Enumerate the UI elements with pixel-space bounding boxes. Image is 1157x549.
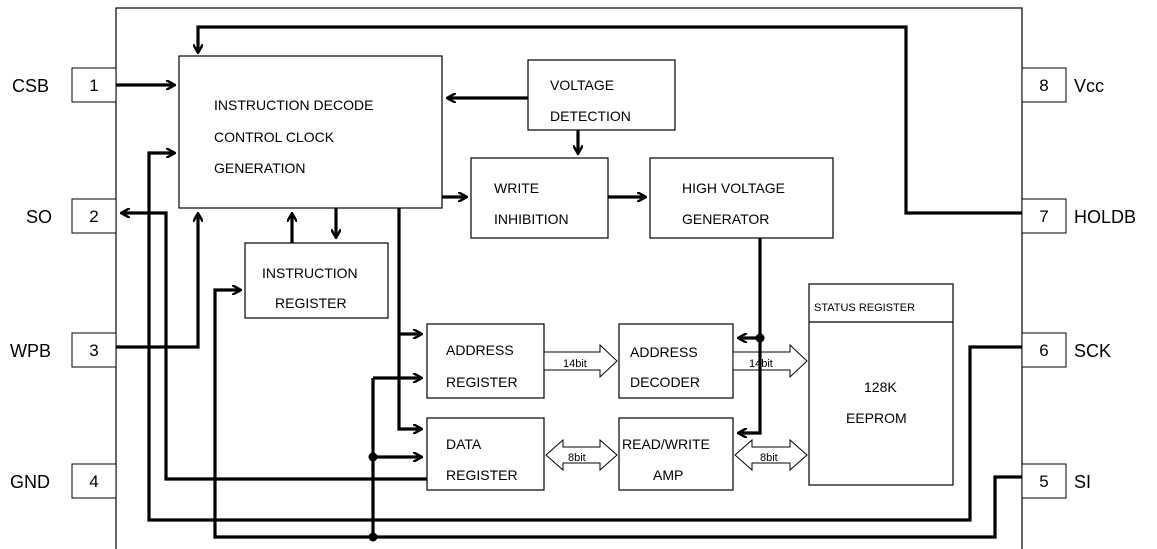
pin-1-number: 1: [89, 76, 98, 95]
address-decoder-line1: ADDRESS: [630, 344, 698, 360]
pin-2-name: SO: [26, 207, 52, 227]
pin-5-number: 5: [1039, 472, 1048, 491]
pin-8-name: Vcc: [1074, 76, 1104, 96]
instruction-decode-block: INSTRUCTION DECODE CONTROL CLOCK GENERAT…: [178, 55, 443, 209]
wire-hv-down: [739, 238, 762, 433]
address-register-block: ADDRESS REGISTER: [426, 323, 545, 399]
address-decoder-block: ADDRESS DECODER: [618, 323, 734, 399]
pin-7-number: 7: [1039, 207, 1048, 226]
address-register-line1: ADDRESS: [446, 342, 514, 358]
pin-6-number: 6: [1039, 341, 1048, 360]
instruction-decode-line2: CONTROL CLOCK: [214, 129, 335, 145]
pin-4-name: GND: [10, 472, 50, 492]
wires: [116, 25, 1022, 539]
high-voltage-line2: GENERATOR: [682, 211, 769, 227]
pin-7: 7 HOLDB: [1021, 198, 1136, 234]
pin-8-number: 8: [1039, 76, 1048, 95]
instruction-decode-line1: INSTRUCTION DECODE: [214, 97, 373, 113]
status-register-label: STATUS REGISTER: [814, 302, 915, 314]
eeprom-line1: 128K: [864, 379, 897, 395]
pin-4: 4 GND: [10, 463, 117, 499]
instruction-register-line1: INSTRUCTION: [262, 265, 358, 281]
read-write-amp-line1: READ/WRITE: [622, 436, 710, 452]
bus-data-reg-amp: 8bit: [545, 438, 618, 472]
bus-addr-reg-to-decoder: 14bit: [543, 343, 618, 379]
address-register-line2: REGISTER: [446, 374, 518, 390]
junction-dot: [755, 333, 765, 343]
eeprom-line2: EEPROM: [846, 410, 907, 426]
pin-2: 2 SO: [26, 198, 117, 234]
data-register-line2: REGISTER: [446, 467, 518, 483]
wire-so: [122, 213, 427, 481]
instruction-decode-line3: GENERATION: [214, 160, 306, 176]
write-inhibition-line2: INHIBITION: [494, 211, 569, 227]
wire-wpb: [116, 214, 198, 349]
bus-amp-eeprom: 8bit: [734, 438, 808, 472]
junction-dot: [368, 532, 378, 542]
pin-5-name: SI: [1074, 472, 1091, 492]
bus-8bit-label-2: 8bit: [760, 452, 778, 464]
wire-sck: [147, 153, 1022, 522]
pin-4-number: 4: [89, 472, 98, 491]
voltage-detection-line1: VOLTAGE: [550, 77, 614, 93]
write-inhibition-block: WRITE INHIBITION: [470, 157, 609, 239]
chip-outline: [115, 7, 1023, 549]
high-voltage-generator-block: HIGH VOLTAGE GENERATOR: [649, 157, 834, 239]
wire-holdb: [198, 25, 1022, 215]
bus-8bit-label-1: 8bit: [568, 452, 586, 464]
wire-decode-regs: [397, 208, 421, 429]
voltage-detection-block: VOLTAGE DETECTION: [527, 59, 676, 131]
eeprom-block: STATUS REGISTER 128K EEPROM: [808, 283, 954, 486]
pin-2-number: 2: [89, 207, 98, 226]
pin-1-name: CSB: [12, 76, 49, 96]
data-register-block: DATA REGISTER: [426, 417, 545, 491]
data-register-line1: DATA: [446, 436, 482, 452]
pin-3: 3 WPB: [10, 332, 117, 368]
instruction-register-line2: REGISTER: [275, 295, 347, 311]
pin-8: 8 Vcc: [1021, 67, 1104, 103]
instruction-register-block: INSTRUCTION REGISTER: [244, 242, 389, 319]
pin-7-name: HOLDB: [1074, 207, 1136, 227]
wire-si: [213, 290, 1022, 539]
pin-6: 6 SCK: [1021, 332, 1111, 368]
high-voltage-line1: HIGH VOLTAGE: [682, 180, 785, 196]
read-write-amp-block: READ/WRITE AMP: [618, 417, 734, 491]
pin-6-name: SCK: [1074, 341, 1111, 361]
pin-3-name: WPB: [10, 341, 51, 361]
voltage-detection-line2: DETECTION: [550, 108, 631, 124]
read-write-amp-line2: AMP: [653, 467, 683, 483]
write-inhibition-line1: WRITE: [494, 180, 539, 196]
bus-decoder-to-eeprom: 14bit: [732, 343, 808, 379]
bus-14bit-label-1: 14bit: [563, 358, 587, 370]
junction-dot: [368, 452, 378, 462]
address-decoder-line2: DECODER: [630, 374, 700, 390]
pin-3-number: 3: [89, 341, 98, 360]
pin-1: 1 CSB: [12, 67, 117, 103]
pin-5: 5 SI: [1021, 463, 1091, 499]
